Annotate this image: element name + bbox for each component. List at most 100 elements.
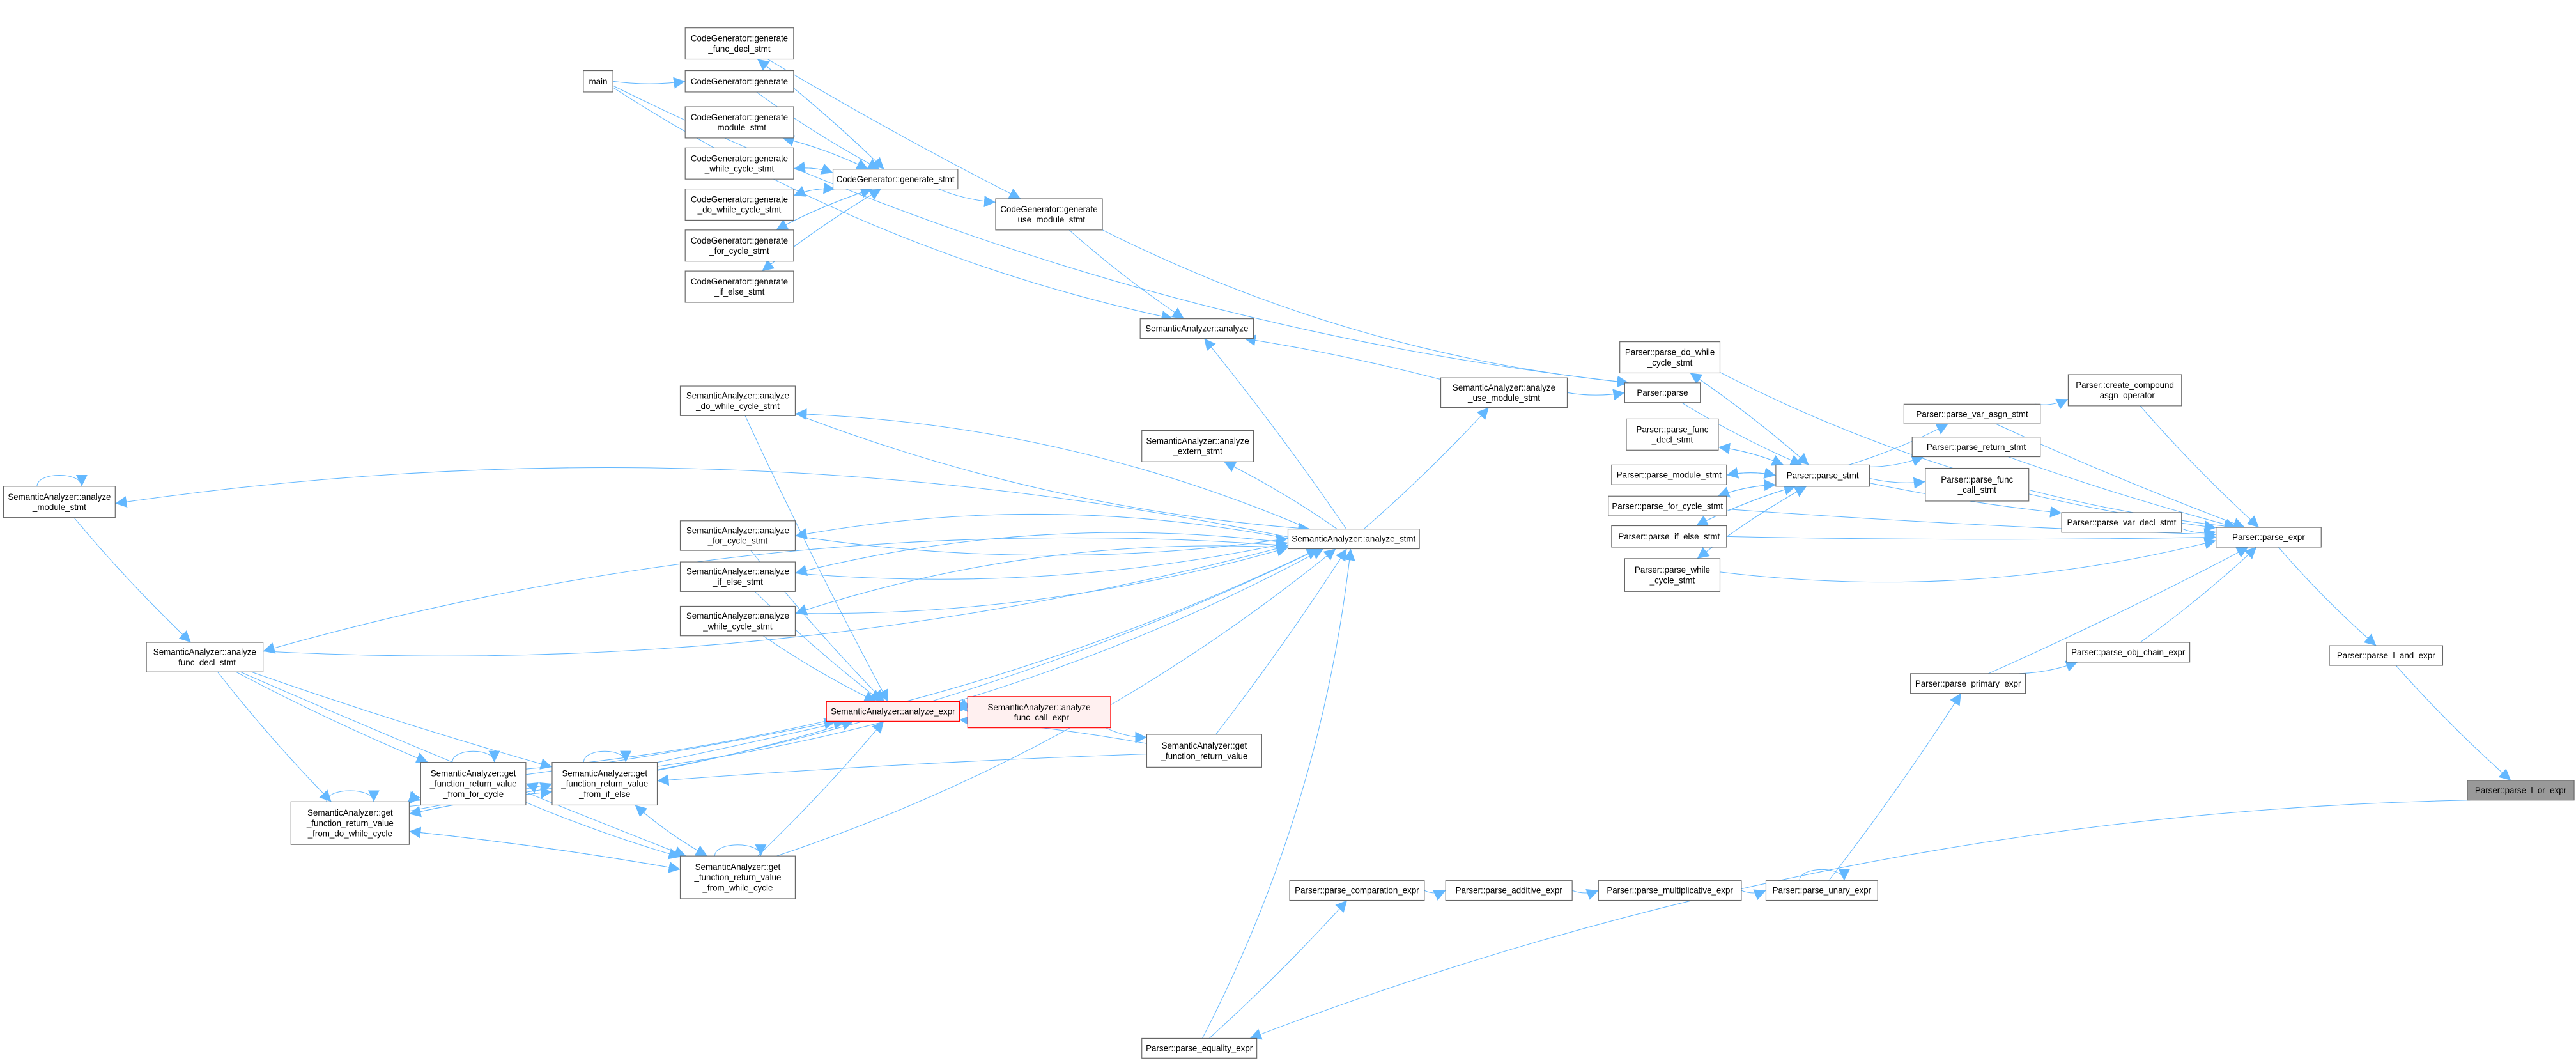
node-p-expr[interactable]: Parser::parse_expr: [2216, 527, 2322, 548]
node-label: Parser::parse_var_decl_stmt: [2067, 518, 2177, 527]
edge-sa_while-to-sa_expr: [762, 635, 877, 702]
node-p-l-and[interactable]: Parser::parse_l_and_expr: [2329, 645, 2444, 666]
node-label: Parser::parse_l_or_expr: [2475, 786, 2567, 795]
node-sa-analyze[interactable]: SemanticAnalyzer::analyze: [1139, 318, 1254, 339]
node-p-compound[interactable]: Parser::create_compound_asgn_operator: [2067, 374, 2182, 407]
edge-sa_get_for-to-sa_get_while: [525, 802, 681, 860]
node-sa-get-while[interactable]: SemanticAnalyzer::get_function_return_va…: [679, 855, 796, 899]
node-label: SemanticAnalyzer::analyze: [686, 391, 789, 401]
node-sa-get-if[interactable]: SemanticAnalyzer::get_function_return_va…: [551, 762, 658, 806]
node-label: Parser::parse_primary_expr: [1915, 679, 2021, 688]
edge-p_l_and-to-p_l_or: [2395, 665, 2511, 781]
node-label: Parser::parse_expr: [2232, 532, 2305, 542]
node-sa-for[interactable]: SemanticAnalyzer::analyze_for_cycle_stmt: [679, 520, 796, 551]
node-cg-stmt[interactable]: CodeGenerator::generate_stmt: [832, 169, 959, 190]
node-p-stmt[interactable]: Parser::parse_stmt: [1775, 464, 1870, 487]
node-sa-do-while[interactable]: SemanticAnalyzer::analyze_do_while_cycle…: [679, 385, 796, 416]
node-sa-stmt[interactable]: SemanticAnalyzer::analyze_stmt: [1287, 529, 1420, 550]
node-cg-generate[interactable]: CodeGenerator::generate: [684, 70, 794, 93]
node-sa-module[interactable]: SemanticAnalyzer::analyze_module_stmt: [3, 486, 116, 518]
node-p-comparation[interactable]: Parser::parse_comparation_expr: [1289, 880, 1425, 901]
node-box: [1611, 464, 1727, 485]
edge-p_comparation-to-p_additive: [1424, 890, 1446, 901]
node-p-additive[interactable]: Parser::parse_additive_expr: [1445, 880, 1573, 901]
node-p-l-or[interactable]: Parser::parse_l_or_expr: [2467, 780, 2575, 801]
nodes-layer: main CodeGenerator::generate_func_decl_st…: [3, 27, 2575, 1059]
node-cg-if-else[interactable]: CodeGenerator::generate_if_else_stmt: [684, 270, 794, 303]
node-label: SemanticAnalyzer::get: [307, 808, 393, 818]
node-p-primary[interactable]: Parser::parse_primary_expr: [1910, 673, 2026, 694]
node-p-for[interactable]: Parser::parse_for_cycle_stmt: [1608, 495, 1727, 516]
node-label: CodeGenerator::generate: [691, 153, 788, 163]
node-label: Parser::parse_additive_expr: [1456, 886, 1563, 896]
node-sa-get-do[interactable]: SemanticAnalyzer::get_function_return_va…: [290, 801, 410, 845]
node-label: _do_while_cycle_stmt: [695, 401, 780, 411]
edge-sa_use_module-to-sa_analyze: [1244, 334, 1441, 380]
node-label: Parser::parse_module_stmt: [1617, 470, 1722, 479]
node-box: [684, 189, 794, 221]
node-cg-for[interactable]: CodeGenerator::generate_for_cycle_stmt: [684, 229, 794, 262]
node-box: [684, 27, 794, 60]
node-label: main: [589, 77, 607, 86]
edge-sa_func_call-to-sa_get_ret: [1106, 727, 1147, 743]
edge-p_stmt-to-p_func_call: [1869, 477, 1925, 489]
node-box: [1765, 880, 1878, 901]
node-p-mult[interactable]: Parser::parse_multiplicative_expr: [1598, 880, 1742, 901]
node-box: [1611, 525, 1727, 548]
node-label: Parser::create_compound: [2076, 380, 2174, 390]
node-p-return[interactable]: Parser::parse_return_stmt: [1911, 437, 2041, 458]
node-label: SemanticAnalyzer::analyze: [686, 567, 789, 577]
node-p-if-else[interactable]: Parser::parse_if_else_stmt: [1611, 525, 1727, 548]
node-sa-get-ret[interactable]: SemanticAnalyzer::get_function_return_va…: [1146, 734, 1262, 768]
node-cg-do-while[interactable]: CodeGenerator::generate_do_while_cycle_s…: [684, 189, 794, 221]
node-box: [995, 198, 1103, 231]
node-p-equality[interactable]: Parser::parse_equality_expr: [1141, 1037, 1258, 1059]
node-sa-func-decl[interactable]: SemanticAnalyzer::analyze_func_decl_stmt: [146, 642, 264, 672]
edge-cg_while-to-cg_stmt: [793, 163, 833, 175]
node-label: CodeGenerator::generate: [691, 113, 788, 122]
node-sa-extern[interactable]: SemanticAnalyzer::analyze_extern_stmt: [1141, 430, 1254, 462]
node-box: [684, 70, 794, 93]
edge-sa_stmt-to-sa_module: [115, 467, 1288, 538]
edge-cg_module-to-cg_stmt: [782, 137, 868, 170]
node-p-parse[interactable]: Parser::parse: [1624, 382, 1701, 403]
node-label: _function_return_value: [560, 779, 648, 789]
node-p-do-while[interactable]: Parser::parse_do_while_cycle_stmt: [1619, 341, 1721, 374]
edge-p_func_decl-to-p_stmt: [1718, 447, 1784, 466]
node-p-while[interactable]: Parser::parse_while_cycle_stmt: [1624, 558, 1721, 592]
node-p-module[interactable]: Parser::parse_module_stmt: [1611, 464, 1727, 485]
node-p-var-asgn[interactable]: Parser::parse_var_asgn_stmt: [1903, 403, 2041, 424]
node-p-var-decl[interactable]: Parser::parse_var_decl_stmt: [2061, 512, 2182, 533]
node-sa-func-call[interactable]: SemanticAnalyzer::analyze_func_call_expr: [967, 696, 1111, 729]
node-p-obj-chain[interactable]: Parser::parse_obj_chain_expr: [2066, 642, 2191, 663]
node-sa-get-for[interactable]: SemanticAnalyzer::get_function_return_va…: [420, 762, 527, 806]
edge-p_parse-to-p_stmt: [1681, 402, 1803, 466]
node-label: Parser::parse_unary_expr: [1773, 886, 1872, 896]
node-cg-while[interactable]: CodeGenerator::generate_while_cycle_stmt: [684, 147, 794, 180]
edge-sa_func_decl-to-sa_get_do: [217, 671, 332, 802]
node-sa-while[interactable]: SemanticAnalyzer::analyze_while_cycle_st…: [679, 605, 796, 637]
node-p-func-call[interactable]: Parser::parse_func_call_stmt: [1925, 467, 2030, 502]
edge-p_for-to-p_stmt: [1717, 479, 1776, 497]
node-cg-module[interactable]: CodeGenerator::generate_module_stmt: [684, 106, 794, 139]
edge-cg_stmt-to-cg_module: [782, 135, 868, 170]
node-box: [684, 106, 794, 139]
node-sa-if-else[interactable]: SemanticAnalyzer::analyze_if_else_stmt: [679, 561, 796, 592]
node-p-func-decl[interactable]: Parser::parse_func_decl_stmt: [1626, 418, 1719, 451]
node-cg-use-module[interactable]: CodeGenerator::generate_use_module_stmt: [995, 198, 1103, 231]
node-label: SemanticAnalyzer::get: [562, 768, 647, 778]
edge-sa_get_ret-to-sa_stmt: [1215, 548, 1347, 735]
node-p-unary[interactable]: Parser::parse_unary_expr: [1765, 880, 1878, 901]
edge-p_module-to-p_stmt: [1726, 467, 1776, 479]
node-box: [1287, 529, 1420, 550]
node-sa-use-module[interactable]: SemanticAnalyzer::analyze_use_module_stm…: [1440, 377, 1568, 408]
node-box: [684, 270, 794, 303]
node-sa-expr[interactable]: SemanticAnalyzer::analyze_expr: [826, 701, 960, 722]
node-label: Parser::parse_comparation_expr: [1295, 886, 1419, 896]
edge-p_while-to-p_expr: [1720, 538, 2216, 583]
node-box: [1141, 1037, 1258, 1059]
edge-p_stmt-to-p_var_asgn: [1848, 423, 1948, 465]
node-main[interactable]: main: [583, 70, 613, 93]
node-label: _if_else_stmt: [712, 577, 763, 587]
node-cg-func-decl[interactable]: CodeGenerator::generate_func_decl_stmt: [684, 27, 794, 60]
